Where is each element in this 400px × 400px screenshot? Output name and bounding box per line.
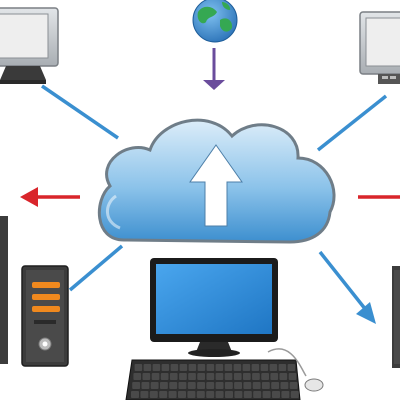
red-arrow-left [20, 187, 80, 207]
keyboard-key [287, 364, 296, 371]
keyboard-key [269, 364, 278, 371]
keyboard-key [270, 373, 279, 380]
keyboard-key [131, 391, 139, 398]
keyboard-key [160, 382, 168, 389]
keyboard-key [178, 391, 186, 398]
keyboard-key [224, 382, 233, 389]
keyboard-keys [131, 364, 299, 398]
keyboard-key [142, 373, 151, 380]
tower-pc-edge-left [0, 216, 8, 364]
keyboard-key [206, 382, 215, 389]
keyboard-key [197, 364, 206, 371]
keyboard-key [134, 364, 143, 371]
keyboard-key [224, 364, 233, 371]
flat-monitor-icon [150, 258, 278, 357]
keyboard-key [133, 373, 142, 380]
keyboard-key [161, 364, 170, 371]
upload-arrow-icon [189, 144, 243, 227]
keyboard-key [252, 382, 261, 389]
crt-monitor-right [359, 11, 400, 84]
keyboard-key [169, 373, 178, 380]
keyboard-key [288, 373, 297, 380]
keyboard-key [215, 364, 224, 371]
keyboard-key [206, 373, 215, 380]
keyboard-key [233, 373, 242, 380]
keyboard-key [168, 391, 177, 398]
keyboard-key [243, 382, 252, 389]
connector-line-top-right [316, 94, 388, 152]
keyboard-key [197, 373, 205, 380]
globe-icon [192, 0, 238, 43]
purple-arrow-down [203, 48, 225, 90]
keyboard-key [243, 391, 252, 398]
connector-line-top-left [41, 84, 119, 140]
keyboard-key [289, 382, 298, 389]
crt-monitor-left [0, 7, 59, 84]
keyboard-key [206, 391, 215, 398]
keyboard-key [179, 364, 188, 371]
keyboard-key [261, 382, 270, 389]
keyboard-key [281, 391, 290, 398]
keyboard-key [143, 364, 152, 371]
keyboard-key [188, 364, 197, 371]
keyboard-key [280, 382, 289, 389]
keyboard-key [224, 373, 233, 380]
keyboard-key [197, 382, 205, 389]
keyboard-key [278, 364, 287, 371]
keyboard-key [253, 391, 262, 398]
tower-pc-icon [21, 265, 69, 367]
arrowhead-bottom-right [356, 302, 376, 324]
keyboard-key [149, 391, 158, 398]
keyboard-icon [125, 359, 301, 400]
keyboard-key [187, 382, 196, 389]
keyboard-key [243, 373, 251, 380]
keyboard-key [215, 391, 224, 398]
cloud-upload-icon [97, 118, 336, 244]
keyboard-key [242, 364, 251, 371]
keyboard-key [187, 391, 196, 398]
keyboard-key [234, 382, 242, 389]
keyboard-key [234, 391, 243, 398]
keyboard-key [196, 391, 205, 398]
keyboard-key [225, 391, 233, 398]
connector-line-bottom-right [318, 250, 368, 312]
keyboard-key [233, 364, 242, 371]
keyboard-key [188, 373, 196, 380]
keyboard-key [178, 382, 187, 389]
keyboard-key [140, 391, 149, 398]
keyboard-key [290, 391, 299, 398]
keyboard-key [141, 382, 150, 389]
keyboard-key [179, 373, 187, 380]
keyboard-key [260, 364, 269, 371]
keyboard-key [261, 373, 269, 380]
keyboard-key [132, 382, 141, 389]
keyboard-key [251, 364, 260, 371]
keyboard-key [271, 382, 280, 389]
keyboard-key [262, 391, 271, 398]
keyboard-key [160, 373, 169, 380]
keyboard-key [150, 382, 159, 389]
keyboard-key [272, 391, 280, 398]
keyboard-key [152, 364, 161, 371]
keyboard-key [170, 364, 179, 371]
keyboard-key [279, 373, 288, 380]
keyboard-key [252, 373, 260, 380]
keyboard-key [206, 364, 215, 371]
keyboard-key [151, 373, 160, 380]
keyboard-key [215, 373, 224, 380]
keyboard-key [169, 382, 178, 389]
tower-pc-edge-right [392, 266, 400, 368]
connector-line-bottom-left [68, 244, 124, 292]
keyboard-key [215, 382, 224, 389]
mouse-icon [267, 348, 324, 392]
keyboard-key [159, 391, 168, 398]
